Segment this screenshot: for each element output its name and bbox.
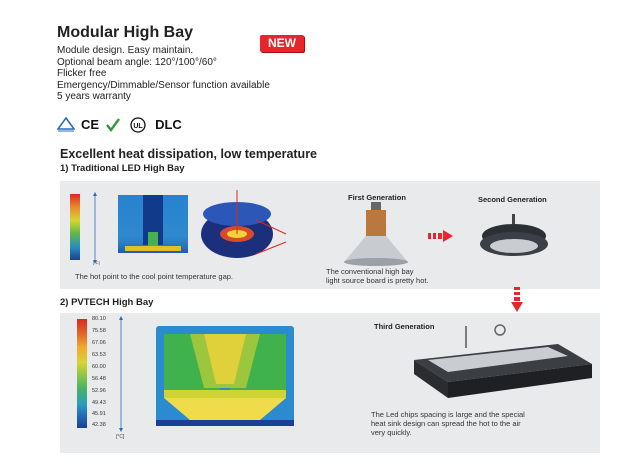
first-generation-caption: The conventional high bay light source b… (326, 267, 429, 285)
rohs-check-icon (106, 118, 121, 132)
thermal-heatsink-top-image (201, 190, 273, 258)
second-generation-ufo-lamp-image (480, 214, 548, 256)
feature-item: Emergency/Dimmable/Sensor function avail… (57, 79, 270, 91)
traditional-scale-unit: [°C] (93, 260, 100, 265)
pvtech-caption-line: very quickly. (371, 428, 412, 437)
pvtech-temperature-scale (77, 319, 87, 428)
feature-list: Module design. Easy maintain. Optional b… (57, 45, 270, 103)
scale-arrow-icon (119, 316, 123, 432)
scale-value: 56.48 (92, 376, 106, 382)
first-generation-lamp-image (344, 202, 408, 266)
scale-value: 42.38 (92, 422, 106, 428)
second-generation-label: Second Generation (478, 195, 547, 204)
section-heading: Excellent heat dissipation, low temperat… (60, 147, 318, 161)
scale-value: 63.53 (92, 352, 106, 358)
scale-value: 60.00 (92, 364, 106, 370)
product-title: Modular High Bay (57, 24, 194, 41)
scale-value: 45.91 (92, 411, 106, 417)
pvtech-heatsink-thermal-image (150, 320, 300, 432)
pointer-lines-icon (255, 219, 287, 255)
traditional-heading: 1) Traditional LED High Bay (60, 163, 185, 174)
scale-arrow-icon (93, 192, 97, 264)
third-generation-linear-lamp-image (414, 324, 592, 398)
third-generation-label: Third Generation (374, 322, 435, 331)
pvtech-heading: 2) PVTECH High Bay (60, 297, 154, 308)
scale-value: 52.96 (92, 388, 106, 394)
feature-item: 5 years warranty (57, 91, 131, 102)
arrow-right-icon (428, 230, 453, 242)
feature-item: Module design. Easy maintain. (57, 45, 194, 56)
pvtech-caption: The Led chips spacing is large and the s… (371, 410, 525, 437)
pvtech-caption-line: The Led chips spacing is large and the s… (371, 410, 525, 419)
feature-item: Optional beam angle: 120°/100°/60° (57, 56, 217, 68)
traditional-caption: The hot point to the cool point temperat… (75, 272, 234, 281)
arrow-down-icon (511, 287, 523, 312)
pvtech-caption-line: heat sink design can spread the hot to t… (371, 419, 521, 428)
scale-value: 49.43 (92, 400, 106, 406)
feature-item: Flicker free (57, 68, 107, 79)
ce-mark: CE (81, 117, 100, 132)
first-generation-label: First Generation (348, 193, 406, 202)
pvtech-scale-unit: [°C] (116, 434, 125, 440)
thermal-heatsink-cutaway-image (118, 195, 188, 253)
first-generation-caption-line: The conventional high bay (326, 267, 414, 276)
traditional-temperature-scale (70, 194, 80, 260)
first-generation-caption-line: light source board is pretty hot. (326, 276, 429, 285)
scale-value: 67.06 (92, 340, 106, 346)
new-badge: NEW (260, 35, 304, 52)
ul-listed-icon: UL (130, 117, 146, 133)
scale-value: 75.58 (92, 328, 106, 334)
scale-value: 80.10 (92, 316, 106, 322)
certification-logos: CE UL DLC (57, 117, 182, 133)
tuv-mark-icon (57, 117, 75, 132)
dlc-mark: DLC (155, 117, 182, 132)
ul-mark: UL (133, 123, 143, 130)
